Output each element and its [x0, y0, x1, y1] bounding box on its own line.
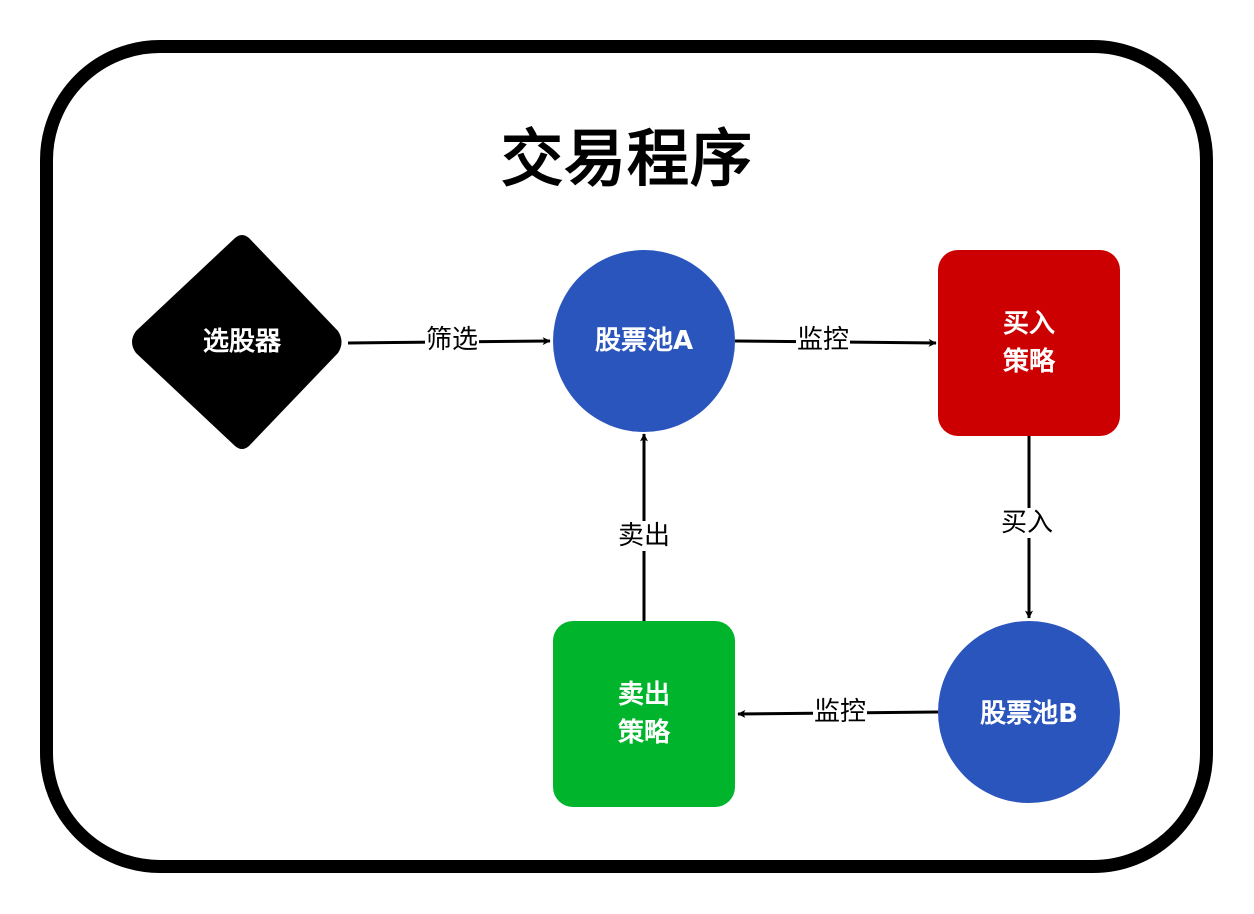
edge-label-monitor-a: 监控 — [795, 325, 851, 355]
pool-a-circle[interactable] — [553, 250, 735, 432]
pool-a-label: 股票池A — [594, 326, 694, 356]
selector-diamond[interactable] — [132, 235, 342, 449]
sell-strategy-label: 卖出 策略 — [617, 680, 670, 748]
sell-strategy-box[interactable] — [553, 621, 735, 807]
edge-label-buy: 买入 — [999, 508, 1055, 538]
edge-label-monitor-b: 监控 — [812, 697, 868, 727]
pool-b-label: 股票池B — [980, 699, 1078, 729]
buy-strategy-label: 买入 策略 — [1002, 309, 1055, 377]
buy-strategy-box[interactable] — [938, 250, 1120, 436]
edge-label-sell: 卖出 — [616, 521, 672, 551]
diagram-title: 交易程序 — [500, 122, 753, 195]
edge-label-screen: 筛选 — [424, 325, 480, 355]
pool-b-circle[interactable] — [938, 621, 1120, 803]
selector-label: 选股器 — [202, 327, 281, 357]
